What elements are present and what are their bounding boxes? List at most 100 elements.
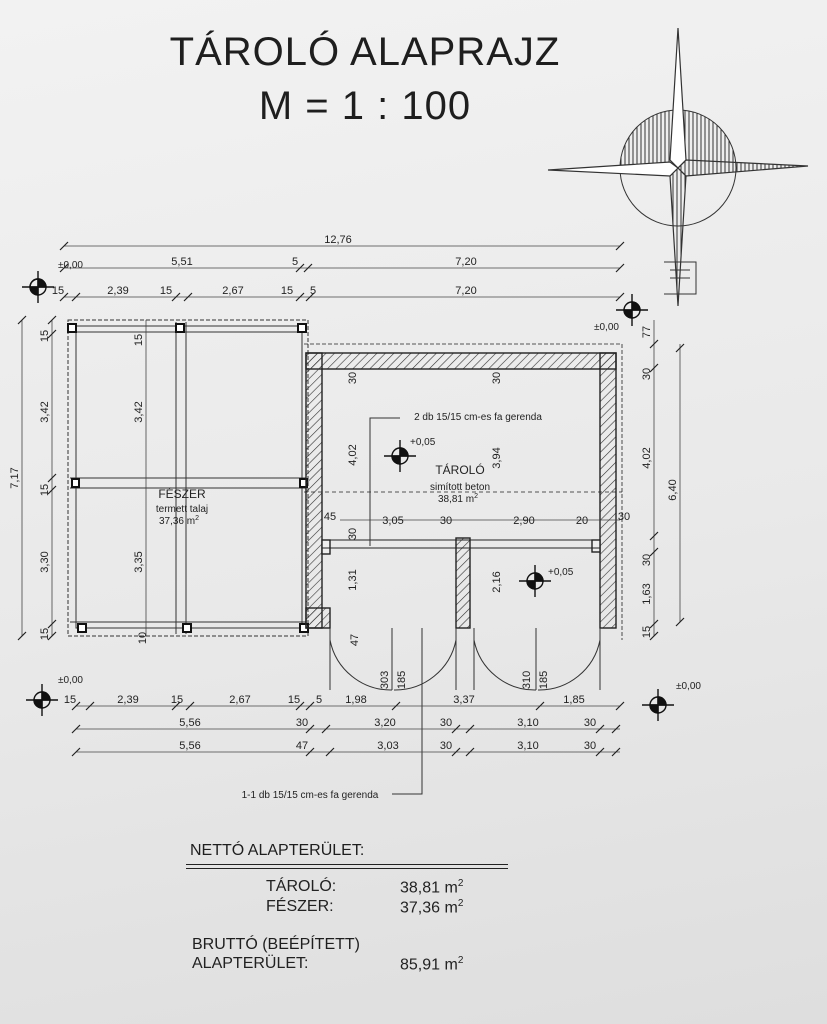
dimension-lines	[21, 245, 681, 753]
dimension-ticks	[17, 241, 685, 757]
level-marker-icon	[384, 440, 416, 472]
dimension-label: 45	[324, 511, 336, 523]
dimension-label: 7,20	[455, 285, 476, 297]
dimension-label: 6,40	[667, 479, 679, 500]
plan-title: TÁROLÓ ALAPRAJZ	[169, 30, 561, 74]
net-area-heading: NETTÓ ALAPTERÜLET:	[190, 842, 365, 859]
dimension-label: 7,17	[9, 467, 21, 488]
dimension-label: 5	[310, 285, 316, 297]
dimension-label: 77	[641, 326, 653, 338]
dimension-label: 15	[281, 285, 293, 297]
room-floor-tarolo: simított beton	[430, 482, 490, 493]
dimension-label: 15	[288, 694, 300, 706]
dimension-label: 15	[64, 694, 76, 706]
dimension-label: 3,42	[133, 401, 145, 422]
dimension-label: 30	[440, 717, 452, 729]
dimension-label: 10	[137, 632, 149, 644]
dimension-label: 2,39	[107, 285, 128, 297]
dimension-label: 3,30	[39, 551, 51, 572]
dimension-label: 3,10	[517, 740, 538, 752]
dimension-label: 30	[296, 717, 308, 729]
dimension-label: 30	[618, 511, 630, 523]
summary-value: 38,81 m2	[400, 878, 464, 897]
room-name-tarolo: TÁROLÓ	[435, 462, 484, 477]
level-marker-icon	[519, 565, 551, 597]
dimension-label: 30	[641, 554, 653, 566]
door-dimension: 310	[521, 671, 533, 689]
dimension-label: 3,05	[382, 515, 403, 527]
dimension-label: 30	[584, 740, 596, 752]
level-label: ±0,00	[676, 681, 701, 692]
dimension-label: 4,02	[347, 444, 359, 465]
dimension-label: 3,20	[374, 717, 395, 729]
dimension-label: 1,85	[563, 694, 584, 706]
room-name-feszer: FÉSZER	[158, 486, 206, 501]
dimension-label: 30	[347, 528, 359, 540]
dimension-label: 4,02	[641, 447, 653, 468]
brutto-label-1: BRUTTÓ (BEÉPÍTETT)	[192, 936, 360, 953]
dimension-label: 15	[39, 484, 51, 496]
dimension-label: 30	[641, 368, 653, 380]
dimension-label: 20	[576, 515, 588, 527]
level-marker-icon	[642, 689, 674, 721]
dimension-label: 1,63	[641, 583, 653, 604]
room-area-feszer: 37,36 m2	[159, 515, 199, 527]
dimension-label: 2,67	[222, 285, 243, 297]
dimension-label: 30	[440, 515, 452, 527]
level-label: +0,05	[410, 437, 436, 448]
level-label: ±0,00	[594, 322, 619, 333]
door-dimension: 185	[538, 671, 550, 689]
summary-label: ALAPTERÜLET:	[192, 955, 309, 972]
beam-note-bottom: 1-1 db 15/15 cm-es fa gerenda	[242, 790, 379, 801]
dimension-label: 30	[584, 717, 596, 729]
dimension-label: 5	[316, 694, 322, 706]
divider	[186, 868, 508, 869]
dimension-label: 5,56	[179, 740, 200, 752]
dimension-label: 15	[641, 626, 653, 638]
dimension-label: 3,35	[133, 551, 145, 572]
door-dimension: 185	[396, 671, 408, 689]
dimension-label: 47	[349, 634, 361, 646]
dimension-label: 15	[160, 285, 172, 297]
dimension-label: 1,98	[345, 694, 366, 706]
dimension-label: 3,03	[377, 740, 398, 752]
dimension-label: 15	[39, 330, 51, 342]
dimension-label: 5	[292, 256, 298, 268]
compass-rose-icon	[547, 27, 809, 307]
summary-label: FÉSZER:	[266, 898, 334, 915]
dimension-label: 2,67	[229, 694, 250, 706]
feszer-structure	[67, 319, 309, 637]
dimension-label: 7,20	[455, 256, 476, 268]
tarolo-walls	[304, 343, 623, 640]
dimension-label: 15	[171, 694, 183, 706]
dimension-label: 3,37	[453, 694, 474, 706]
dimension-label: 1,31	[347, 569, 359, 590]
dimension-label: 2,16	[491, 571, 503, 592]
dimension-label: 30	[440, 740, 452, 752]
dimension-label: 3,10	[517, 717, 538, 729]
summary-value: 85,91 m2	[400, 955, 464, 974]
dimension-label: 3,94	[491, 447, 503, 468]
dimension-label: 30	[491, 372, 503, 384]
dimension-label: 5,51	[171, 256, 192, 268]
door-swing	[329, 628, 601, 691]
beam-note-top: 2 db 15/15 cm-es fa gerenda	[414, 412, 542, 423]
dimension-label: 3,42	[39, 401, 51, 422]
dimension-label: 47	[296, 740, 308, 752]
divider	[186, 864, 508, 865]
summary-label: TÁROLÓ:	[266, 878, 337, 895]
room-floor-feszer: termett talaj	[156, 504, 208, 515]
dimension-label: 12,76	[324, 234, 352, 246]
room-area-tarolo: 38,81 m2	[438, 493, 478, 505]
dimension-label: 15	[39, 628, 51, 640]
dimension-label: 2,90	[513, 515, 534, 527]
door-dimension: 303	[379, 671, 391, 689]
summary-value: 37,36 m2	[400, 898, 464, 917]
level-marker-icon	[26, 684, 58, 716]
dimension-label: 30	[347, 372, 359, 384]
level-label: ±0,00	[58, 260, 83, 271]
level-label: ±0,00	[58, 675, 83, 686]
dimension-label: 5,56	[179, 717, 200, 729]
dimension-label: 15	[133, 334, 145, 346]
